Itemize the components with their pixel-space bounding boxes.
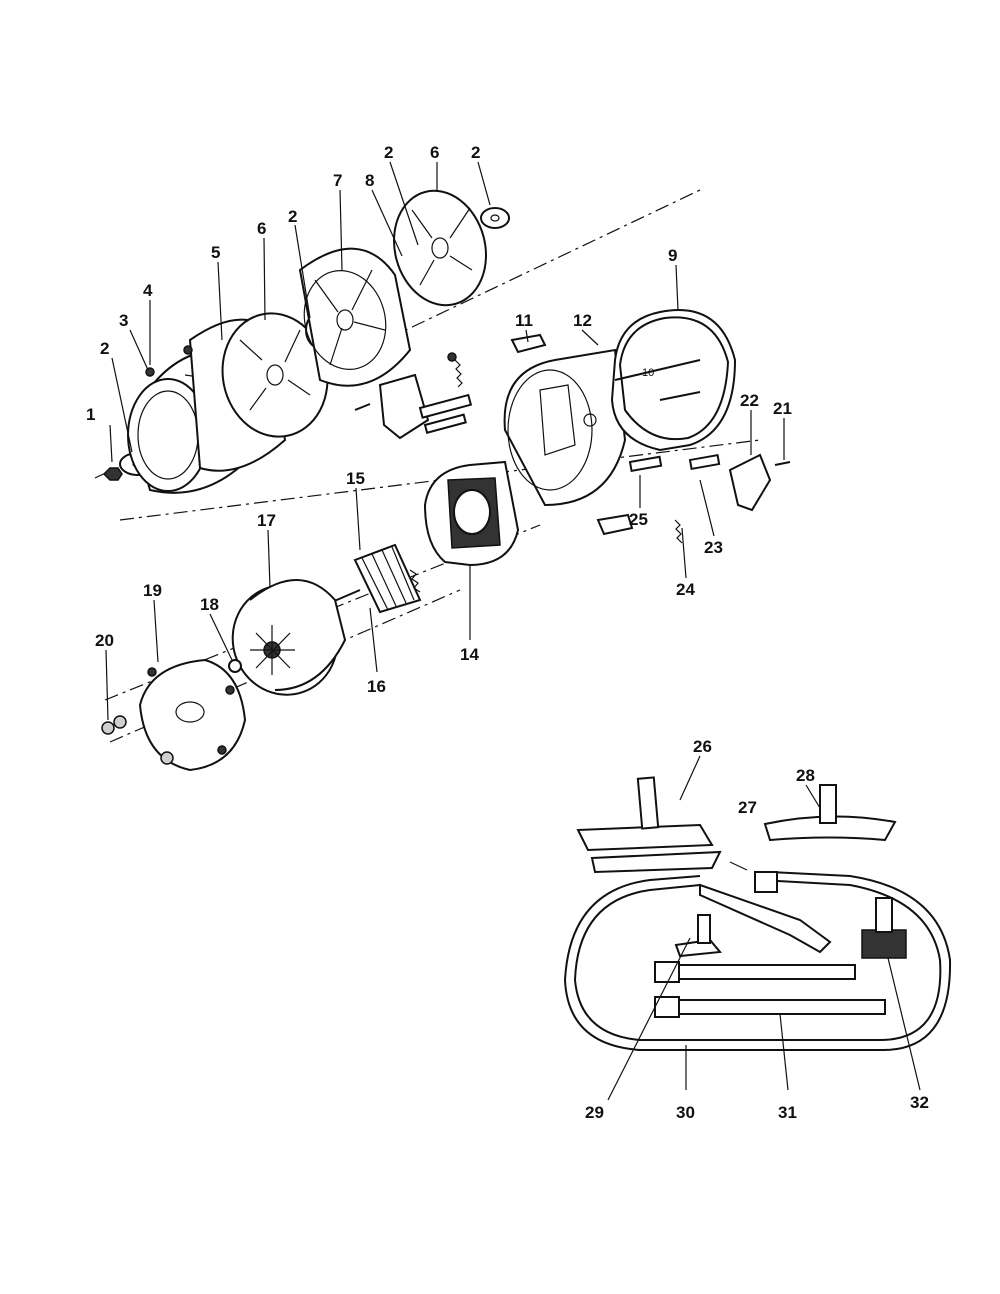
callout-17: 17 — [257, 511, 276, 530]
crevice-nozzle-part — [674, 914, 722, 958]
callout-28: 28 — [796, 766, 815, 785]
callout-14: 14 — [460, 645, 479, 664]
cap-part-bottom — [596, 513, 634, 536]
callout-32: 32 — [910, 1093, 929, 1112]
end-cap-part — [728, 453, 772, 512]
bearing-part — [228, 659, 242, 673]
wand-tube-part-lower — [654, 996, 886, 1018]
brush-spring-part — [447, 352, 463, 388]
fan-impeller-part-rear — [393, 189, 487, 307]
callout-27: 27 — [738, 798, 757, 817]
motor-frame-part — [503, 348, 627, 507]
field-stator-part — [423, 460, 520, 567]
callout-18: 18 — [200, 595, 219, 614]
callout-2-rear: 2 — [471, 143, 480, 162]
callout-9: 9 — [668, 246, 677, 265]
callout-1: 1 — [86, 405, 95, 424]
through-bolt-part — [614, 359, 701, 401]
screw-part-housing — [354, 403, 371, 411]
brush-holder-right-part — [628, 453, 721, 473]
callout-10: 10 — [642, 367, 654, 379]
hose-part — [563, 871, 952, 1052]
callout-23: 23 — [704, 538, 723, 557]
callout-2-washer: 2 — [100, 339, 109, 358]
callout-30: 30 — [676, 1103, 695, 1122]
leader-lines — [105, 161, 921, 1101]
nut-part — [102, 467, 123, 481]
brush-spring-lower-part — [674, 519, 683, 544]
motor-end-bracket-part — [231, 579, 347, 696]
callout-22: 22 — [740, 391, 759, 410]
fan-housing-center-part — [298, 247, 412, 387]
callout-21: 21 — [773, 399, 792, 418]
callout-26: 26 — [693, 737, 712, 756]
callout-6-rear: 6 — [430, 143, 439, 162]
callout-7: 7 — [333, 171, 342, 190]
callout-6-front: 6 — [257, 219, 266, 238]
upholstery-brush-part — [861, 897, 907, 959]
bumper-ring-part — [610, 309, 737, 452]
squeegee-part — [590, 850, 722, 874]
callout-24: 24 — [676, 580, 695, 599]
wand-tube-part-upper — [654, 961, 856, 983]
callout-31: 31 — [778, 1103, 797, 1122]
callout-20: 20 — [95, 631, 114, 650]
callout-12: 12 — [573, 311, 592, 330]
callout-11: 11 — [515, 311, 533, 330]
callout-25: 25 — [629, 510, 648, 529]
washer-part-rear — [480, 207, 510, 229]
callout-15: 15 — [346, 469, 365, 488]
cap-part-top — [510, 333, 547, 354]
callout-4: 4 — [143, 281, 153, 300]
callout-2-shaft: 2 — [384, 143, 393, 162]
floor-tool-part — [576, 776, 714, 852]
dusting-brush-tool-part — [763, 784, 897, 842]
callout-5: 5 — [211, 243, 220, 262]
gasket-plate-part — [138, 658, 247, 772]
callout-19: 19 — [143, 581, 162, 600]
callout-29: 29 — [585, 1103, 604, 1122]
callout-labels: 1 2 3 4 5 6 2 7 8 2 6 2 9 10 11 12 21 22… — [86, 143, 929, 1122]
callout-3: 3 — [119, 311, 128, 330]
bolt-part-bottom — [101, 715, 174, 765]
callout-2-spacer: 2 — [288, 207, 297, 226]
callout-16: 16 — [367, 677, 386, 696]
armature-part — [324, 543, 422, 614]
callout-8: 8 — [365, 171, 374, 190]
brush-holder-left-part — [378, 373, 473, 440]
screw-part-endcap — [774, 461, 791, 466]
